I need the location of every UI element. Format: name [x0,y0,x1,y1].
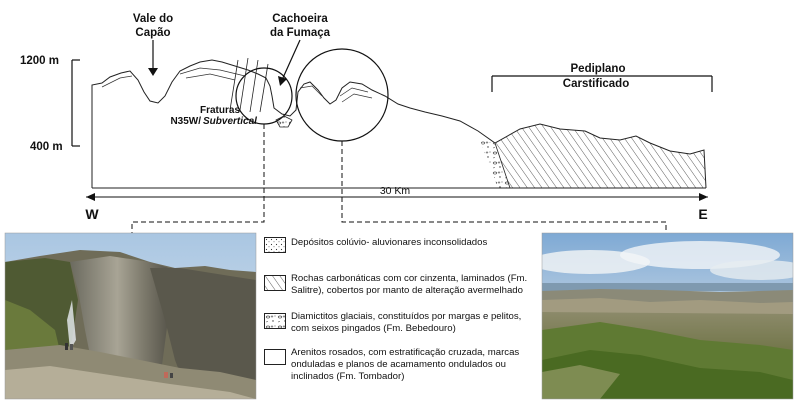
arrow-left-icon [86,193,95,201]
plain-swatch [264,349,286,365]
terrain-profile [91,59,707,189]
arrow-right-icon [699,193,708,201]
fraturas-label-line2: N35W/ [170,116,201,127]
cliff-waterfall-photo [5,233,256,399]
west-label: W [85,206,99,222]
legend-text-carbonate: Rochas carbonáticas com cor cinzenta, la… [291,273,528,296]
altitude-scale: 1200 m 400 m [20,55,80,153]
diamictite-area [480,140,510,188]
terrain-surface-line [91,59,707,189]
pediplano-bracket: Pediplano Carstificado [491,63,713,92]
profile-labels: Vale do Capão Cachoeira da Fumaça Fratur… [133,13,331,127]
dots-pattern-swatch [264,237,286,253]
vale-label-line2: Capão [135,27,170,39]
talus-block [275,115,293,128]
altitude-1200-label: 1200 m [20,55,59,67]
photo-connectors [131,124,667,238]
pebbles-pattern-swatch [264,313,286,329]
east-label: E [698,206,707,222]
legend-text-diamictite: Diamictitos glaciais, constituídos por m… [291,311,522,334]
plateau-landscape-photo [542,233,793,399]
vale-arrow-icon [148,68,158,76]
hatch-pattern-swatch [264,275,286,291]
carbonate-rocks-area [495,124,706,188]
cachoeira-label-line2: da Fumaça [270,27,331,39]
legend-text-colluvial: Depósitos colúvio- aluvionares inconsoli… [291,237,488,248]
cachoeira-label-line1: Cachoeira [272,13,328,25]
vale-label-line1: Vale do [133,13,173,25]
distance-label: 30 Km [380,185,411,197]
fraturas-label-line1: Fraturas [200,105,240,116]
fraturas-label-line3: Subvertical [203,116,257,127]
distance-axis: 30 Km W E [85,185,708,222]
cachoeira-arrow-icon [278,76,287,86]
legend-text-sandstone: Arenitos rosados, com estratificação cru… [291,347,520,382]
altitude-400-label: 400 m [30,141,63,153]
pediplano-label-line1: Pediplano [571,63,626,75]
pediplano-label-line2: Carstificado [563,78,629,90]
